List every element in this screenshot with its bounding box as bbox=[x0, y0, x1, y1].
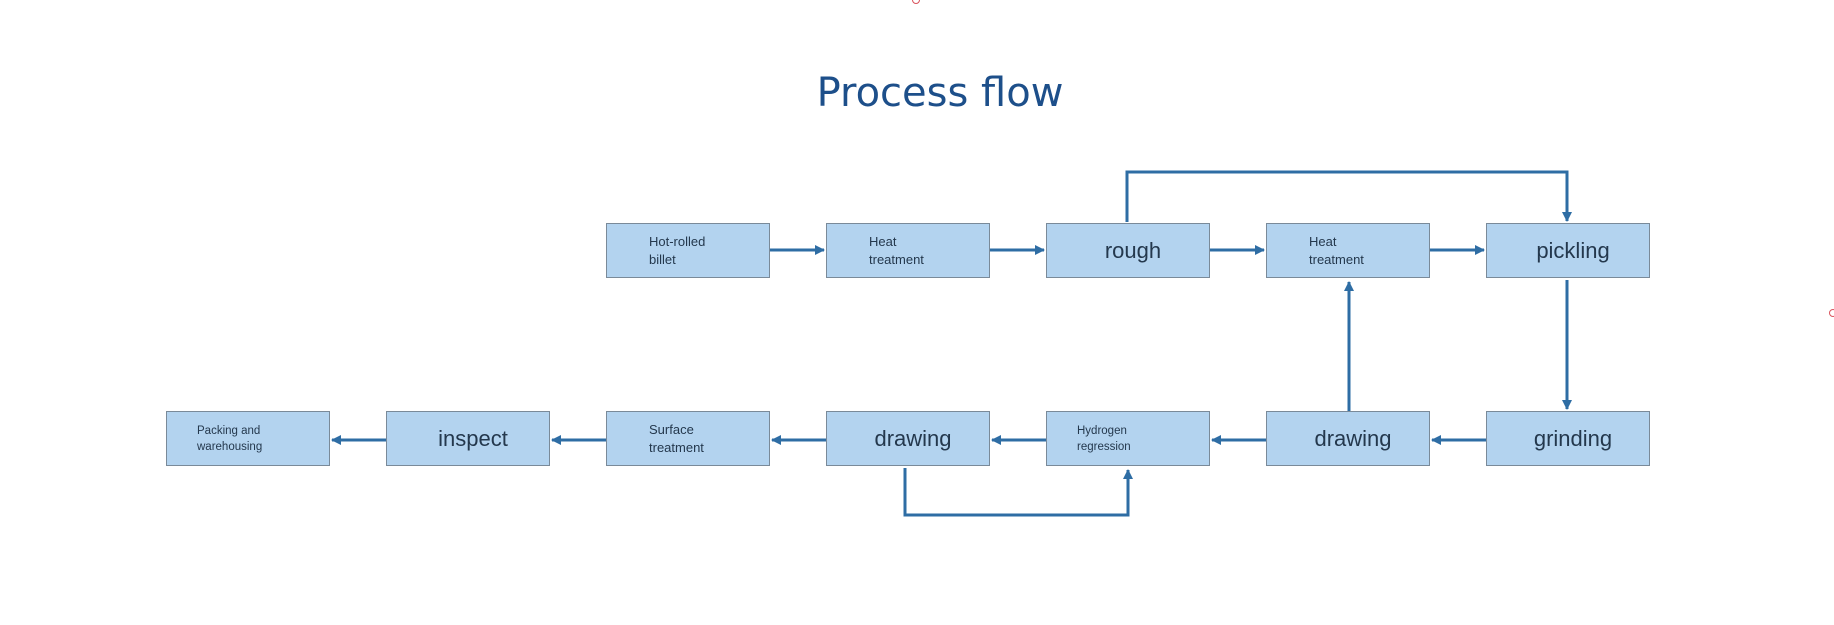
arrow-rough-bypass-to-pickling bbox=[1125, 170, 1572, 222]
node-drawing-2: drawing bbox=[826, 411, 990, 466]
diagram-title: Process flow bbox=[816, 70, 1064, 116]
node-label: Surface treatment bbox=[649, 421, 704, 455]
node-label: Packing and warehousing bbox=[197, 424, 263, 453]
node-heat-treatment-1: Heat treatment bbox=[826, 223, 990, 278]
node-label: Heat treatment bbox=[1309, 233, 1364, 267]
selection-handle-right bbox=[1829, 309, 1834, 317]
node-label: grinding bbox=[1533, 425, 1613, 451]
node-label: drawing bbox=[874, 425, 952, 451]
node-hot-rolled-billet: Hot-rolled billet bbox=[606, 223, 770, 278]
node-label: pickling bbox=[1536, 237, 1610, 263]
node-packing-and-warehousing: Packing and warehousing bbox=[166, 411, 330, 466]
node-heat-treatment-2: Heat treatment bbox=[1266, 223, 1430, 278]
node-drawing-1: drawing bbox=[1266, 411, 1430, 466]
node-hydrogen-regression: Hydrogen regression bbox=[1046, 411, 1210, 466]
node-label: Hot-rolled billet bbox=[649, 233, 706, 267]
node-label: drawing bbox=[1314, 425, 1392, 451]
arrow-drawing-loop-to-hydrogen-regression bbox=[903, 468, 1133, 517]
node-label: rough bbox=[1104, 237, 1162, 263]
node-label: Heat treatment bbox=[869, 233, 924, 267]
node-pickling: pickling bbox=[1486, 223, 1650, 278]
node-rough: rough bbox=[1046, 223, 1210, 278]
node-inspect: inspect bbox=[386, 411, 550, 466]
node-grinding: grinding bbox=[1486, 411, 1650, 466]
node-label: inspect bbox=[438, 425, 508, 451]
node-surface-treatment: Surface treatment bbox=[606, 411, 770, 466]
node-label: Hydrogen regression bbox=[1077, 424, 1131, 453]
